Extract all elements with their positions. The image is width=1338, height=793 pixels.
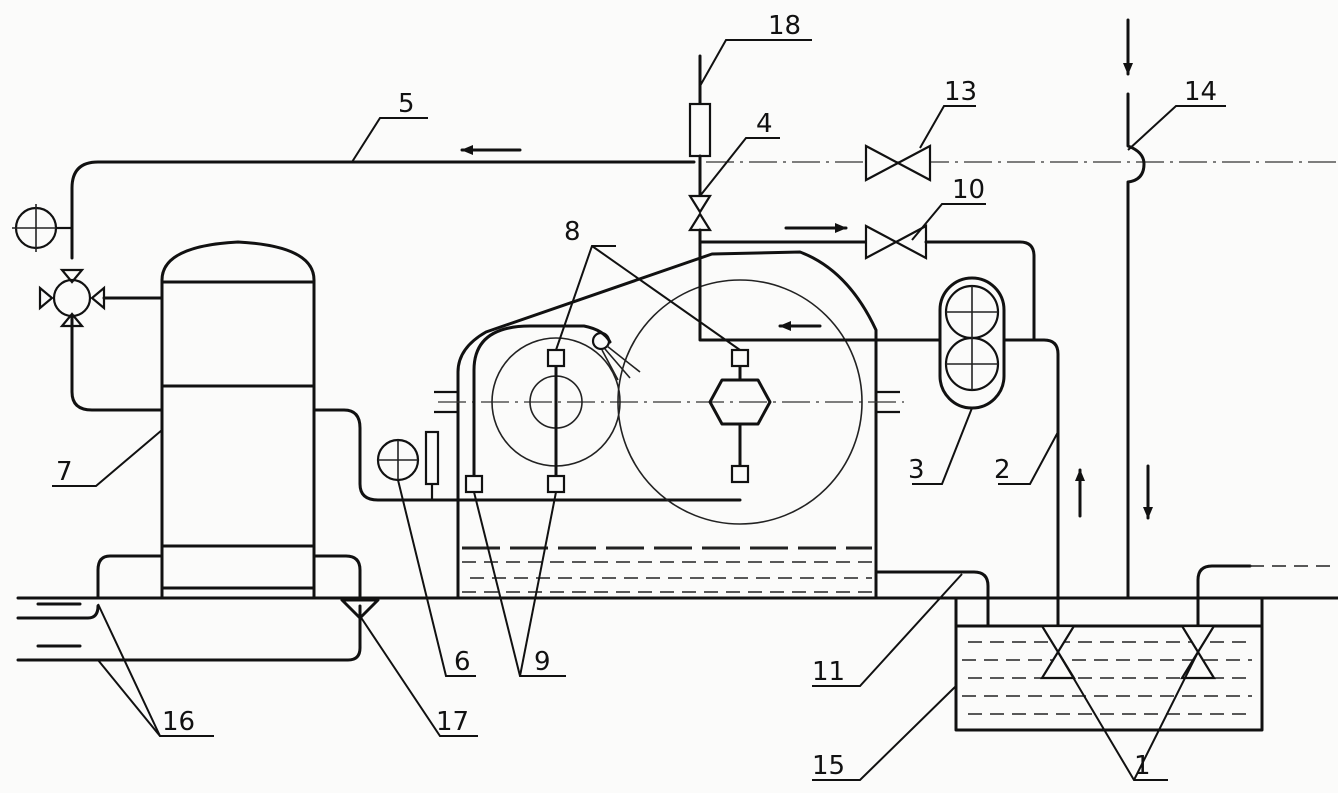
small-roll: [472, 324, 641, 480]
label-18: 18: [768, 11, 801, 41]
label-4: 4: [756, 109, 773, 139]
label-15: 15: [812, 751, 845, 781]
filter-3: [938, 276, 1006, 410]
drain-pipes-16: [16, 598, 380, 662]
machine-housing: [434, 250, 904, 600]
label-10: 10: [952, 175, 985, 205]
pipe-5: [70, 145, 1338, 260]
pipe-2: [1002, 338, 1085, 628]
feed-pipe-18: [688, 54, 1036, 342]
label-8: 8: [564, 217, 581, 247]
label-14: 14: [1184, 77, 1217, 107]
gauge-6-icon: [376, 430, 440, 500]
label-2: 2: [994, 455, 1011, 485]
nozzles: [464, 348, 750, 494]
tank-15: [954, 596, 1264, 732]
pressure-gauge-icon: [12, 204, 72, 252]
column-7: [96, 240, 742, 600]
label-7: 7: [56, 457, 73, 487]
label-11: 11: [812, 657, 845, 687]
label-5: 5: [398, 89, 415, 119]
pipe-11: [874, 570, 990, 628]
label-1: 1: [1134, 751, 1151, 781]
label-3: 3: [908, 455, 925, 485]
four-way-valve-icon: [38, 268, 164, 412]
label-13: 13: [944, 77, 977, 107]
label-6: 6: [454, 647, 471, 677]
part-labels: 18 5 4 13 14 10 8 7 3 2 6 9 11 17 16 15 …: [56, 11, 1217, 781]
valve-13: [864, 144, 932, 182]
pipe-14: [1123, 18, 1338, 628]
leader-lines: [52, 39, 1226, 781]
label-17: 17: [436, 707, 469, 737]
label-9: 9: [534, 647, 551, 677]
large-roll: [617, 279, 863, 525]
valve-10: [698, 223, 1036, 342]
label-16: 16: [162, 707, 195, 737]
